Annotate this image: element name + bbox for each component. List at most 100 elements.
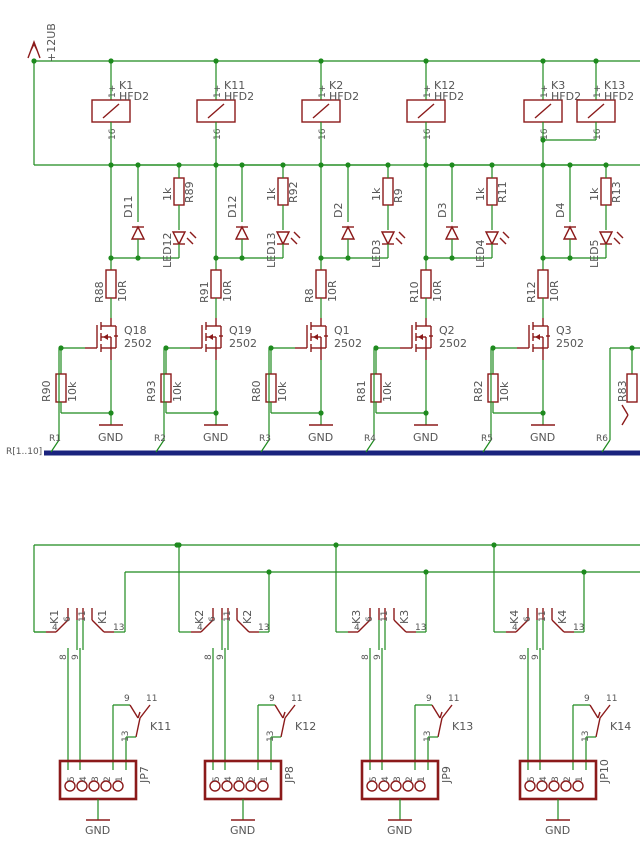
connector-pin — [572, 780, 584, 792]
relay-pin-label: 1+ — [423, 85, 433, 98]
led-name: LED12 — [161, 232, 174, 268]
bus-net-label: R2 — [154, 434, 166, 444]
contact-pin-label: 13 — [415, 623, 426, 633]
contact-pin-label: 9 — [426, 694, 432, 704]
relay-pin-label: 16 — [423, 128, 433, 140]
connector-pin — [257, 780, 269, 792]
bus-net-label: R4 — [364, 434, 376, 444]
relay-name: K1 — [119, 79, 133, 92]
contact-pin-label: 9 — [216, 654, 226, 660]
relay-model: HFD2 — [551, 90, 581, 103]
connector-pin — [76, 780, 88, 792]
mosfet-symbol — [528, 318, 550, 360]
connector-name: JP9 — [440, 766, 453, 784]
contact-relay-name: K3 — [398, 610, 411, 624]
mosfet-name: Q2 — [439, 324, 455, 337]
led-resistor-name: R9 — [392, 188, 405, 203]
pulldown-resistor — [55, 373, 67, 403]
relay-pin-label: 1+ — [318, 85, 328, 98]
connector-pin — [233, 780, 245, 792]
contact-pin-label: 4 — [354, 623, 360, 633]
contact-pin-label: 13 — [266, 731, 276, 742]
diode-name: D4 — [554, 203, 567, 218]
diode-symbol — [340, 225, 356, 240]
ground-label: GND — [98, 431, 123, 444]
contact-pin-label: 9 — [124, 694, 130, 704]
pulldown-value: 10k — [498, 381, 511, 402]
led-name: LED3 — [370, 239, 383, 268]
supply-label: +12UB — [45, 23, 58, 62]
connector-pin-label: 5 — [67, 776, 77, 782]
bus-net-label: R3 — [259, 434, 271, 444]
contact-pin-label: 6 — [63, 616, 73, 622]
mosfet-value: 2502 — [229, 337, 257, 350]
led-resistor-value: 1k — [588, 187, 601, 201]
contact-pin-label: 11 — [380, 611, 390, 622]
led-resistor-value: 1k — [370, 187, 383, 201]
series-resistor-name: R8 — [303, 288, 316, 303]
led-name: LED5 — [588, 239, 601, 268]
connector-pin — [390, 780, 402, 792]
relay-model: HFD2 — [604, 90, 634, 103]
contact-pin-label: 11 — [606, 694, 617, 704]
series-resistor-name: R91 — [198, 281, 211, 303]
mosfet-symbol — [201, 318, 223, 360]
connector-pin-label: 3 — [236, 776, 246, 782]
led-resistor-value: 1k — [161, 187, 174, 201]
diode-name: D11 — [122, 196, 135, 218]
contact-pin-label: 11 — [448, 694, 459, 704]
diode-symbol — [130, 225, 146, 240]
connector-name: JP7 — [138, 766, 151, 784]
connector-pin-label: 4 — [79, 776, 89, 782]
contact-pin-label: 13 — [113, 623, 124, 633]
connector-pin-label: 4 — [224, 776, 234, 782]
diode-symbol — [234, 225, 250, 240]
contact-pin-label: 4 — [52, 623, 58, 633]
bus-net-label: R6 — [596, 434, 608, 444]
ground-label: GND — [230, 824, 255, 837]
contact-relay-name: K2 — [241, 610, 254, 624]
contact-pin-label: 11 — [146, 694, 157, 704]
led-name: LED4 — [474, 239, 487, 268]
connector-name: JP10 — [598, 759, 611, 784]
mosfet-value: 2502 — [124, 337, 152, 350]
contact-pin-label: 11 — [538, 611, 548, 622]
contact-pin-label: 9 — [373, 654, 383, 660]
relay-pin-label: 16 — [540, 128, 550, 140]
led-symbol — [598, 231, 614, 246]
diode-name: D2 — [332, 203, 345, 218]
pulldown-name: R82 — [472, 380, 485, 402]
connector-pin-label: 5 — [212, 776, 222, 782]
contact-pin-label: 13 — [423, 731, 433, 742]
contact-pin-label: 8 — [361, 654, 371, 660]
contact-pin-label: 6 — [365, 616, 375, 622]
bus-label: R[1..10] — [6, 447, 42, 457]
relay-model: HFD2 — [329, 90, 359, 103]
contact-relay-name: K1 — [48, 610, 61, 624]
mosfet-name: Q3 — [556, 324, 572, 337]
relay-name: K2 — [329, 79, 343, 92]
connector-pin-label: 1 — [260, 776, 270, 782]
series-resistor — [105, 269, 117, 299]
connector-pin — [548, 780, 560, 792]
ground-label: GND — [530, 431, 555, 444]
contact-pin-label: 13 — [573, 623, 584, 633]
led-symbol — [380, 231, 396, 246]
contact-pin-label: 4 — [197, 623, 203, 633]
mosfet-name: Q18 — [124, 324, 147, 337]
pulldown-resistor — [487, 373, 499, 403]
relay-pin-label: 16 — [318, 128, 328, 140]
ground-label: GND — [203, 431, 228, 444]
pulldown-name: R80 — [250, 380, 263, 402]
pulldown-resistor — [626, 373, 638, 403]
series-resistor-name: R12 — [525, 281, 538, 303]
relay-pin-label: 1+ — [213, 85, 223, 98]
pulldown-value: 10k — [276, 381, 289, 402]
